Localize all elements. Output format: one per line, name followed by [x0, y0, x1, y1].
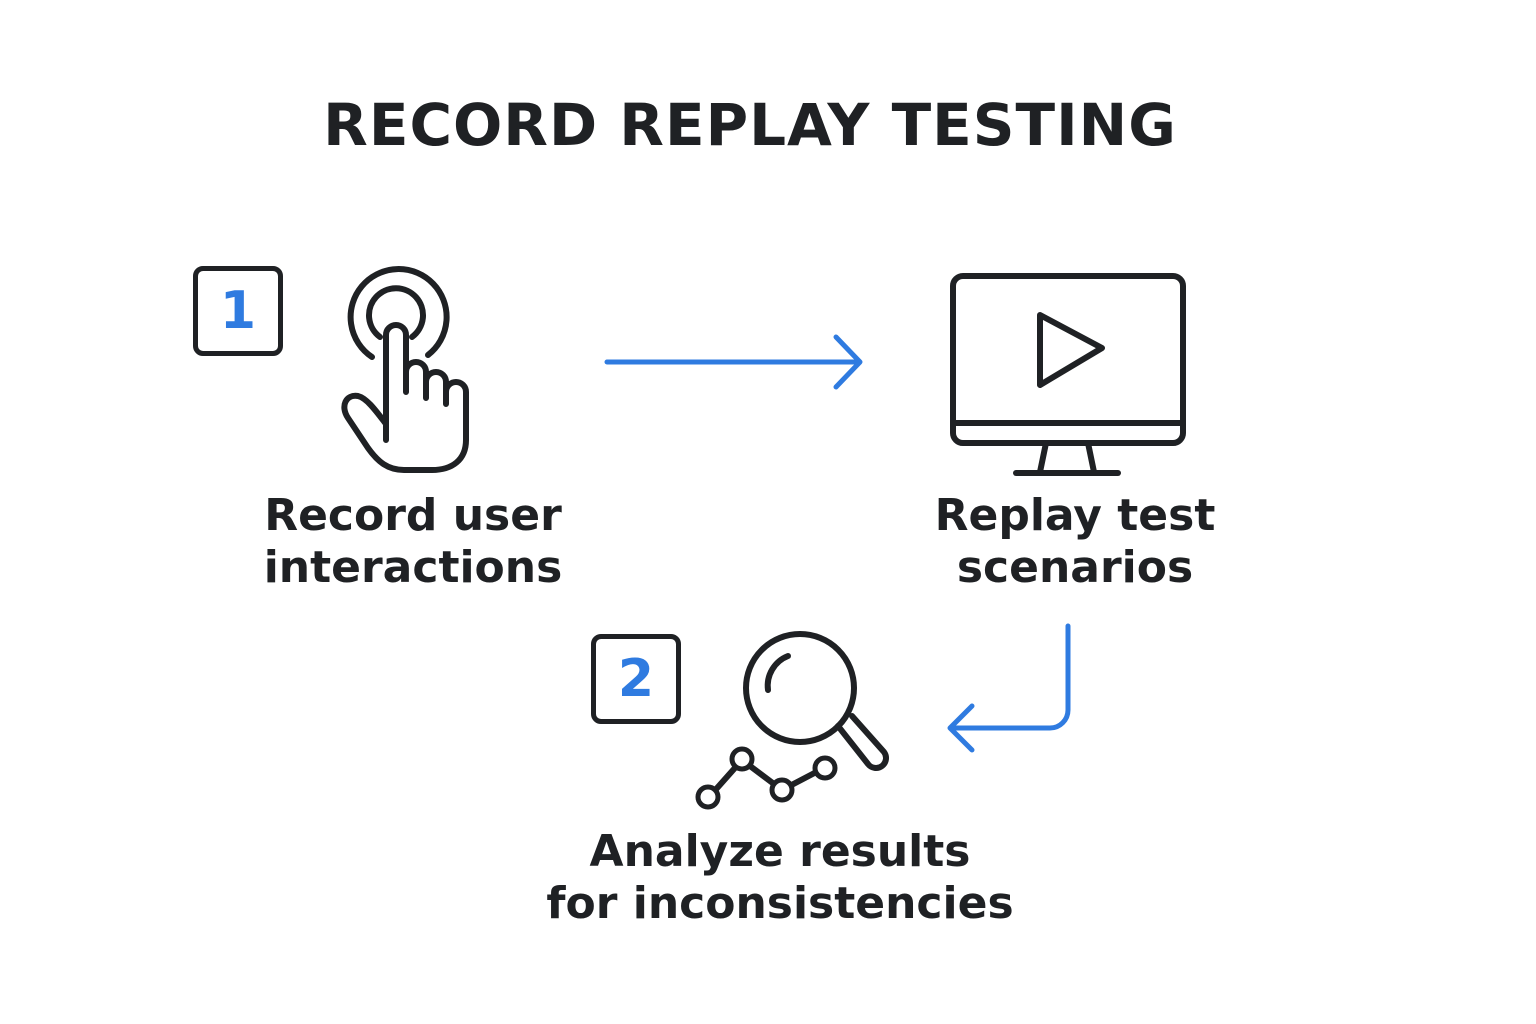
step-label-record: Record user interactions: [263, 490, 563, 594]
arrow-right-icon: [604, 334, 863, 390]
step-label-analyze-line1: Analyze results: [589, 826, 971, 877]
tap-finger-icon: [341, 266, 469, 473]
monitor-play-icon: [950, 273, 1186, 476]
step-badge-1: 1: [193, 266, 283, 356]
step-label-analyze: Analyze results for inconsistencies: [540, 826, 1020, 930]
step-badge-2: 2: [591, 634, 681, 724]
step-label-replay-line1: Replay test: [934, 490, 1216, 541]
step-label-record-line1: Record user: [264, 490, 562, 541]
arrow-down-left-icon: [947, 623, 1071, 753]
step-label-record-line2: interactions: [263, 542, 563, 593]
magnifier-chart-icon: [695, 631, 889, 810]
step-label-replay-line2: scenarios: [956, 542, 1194, 593]
step-label-analyze-line2: for inconsistencies: [546, 878, 1014, 929]
diagram-title: RECORD REPLAY TESTING: [323, 91, 1177, 159]
step-label-replay: Replay test scenarios: [920, 490, 1230, 594]
